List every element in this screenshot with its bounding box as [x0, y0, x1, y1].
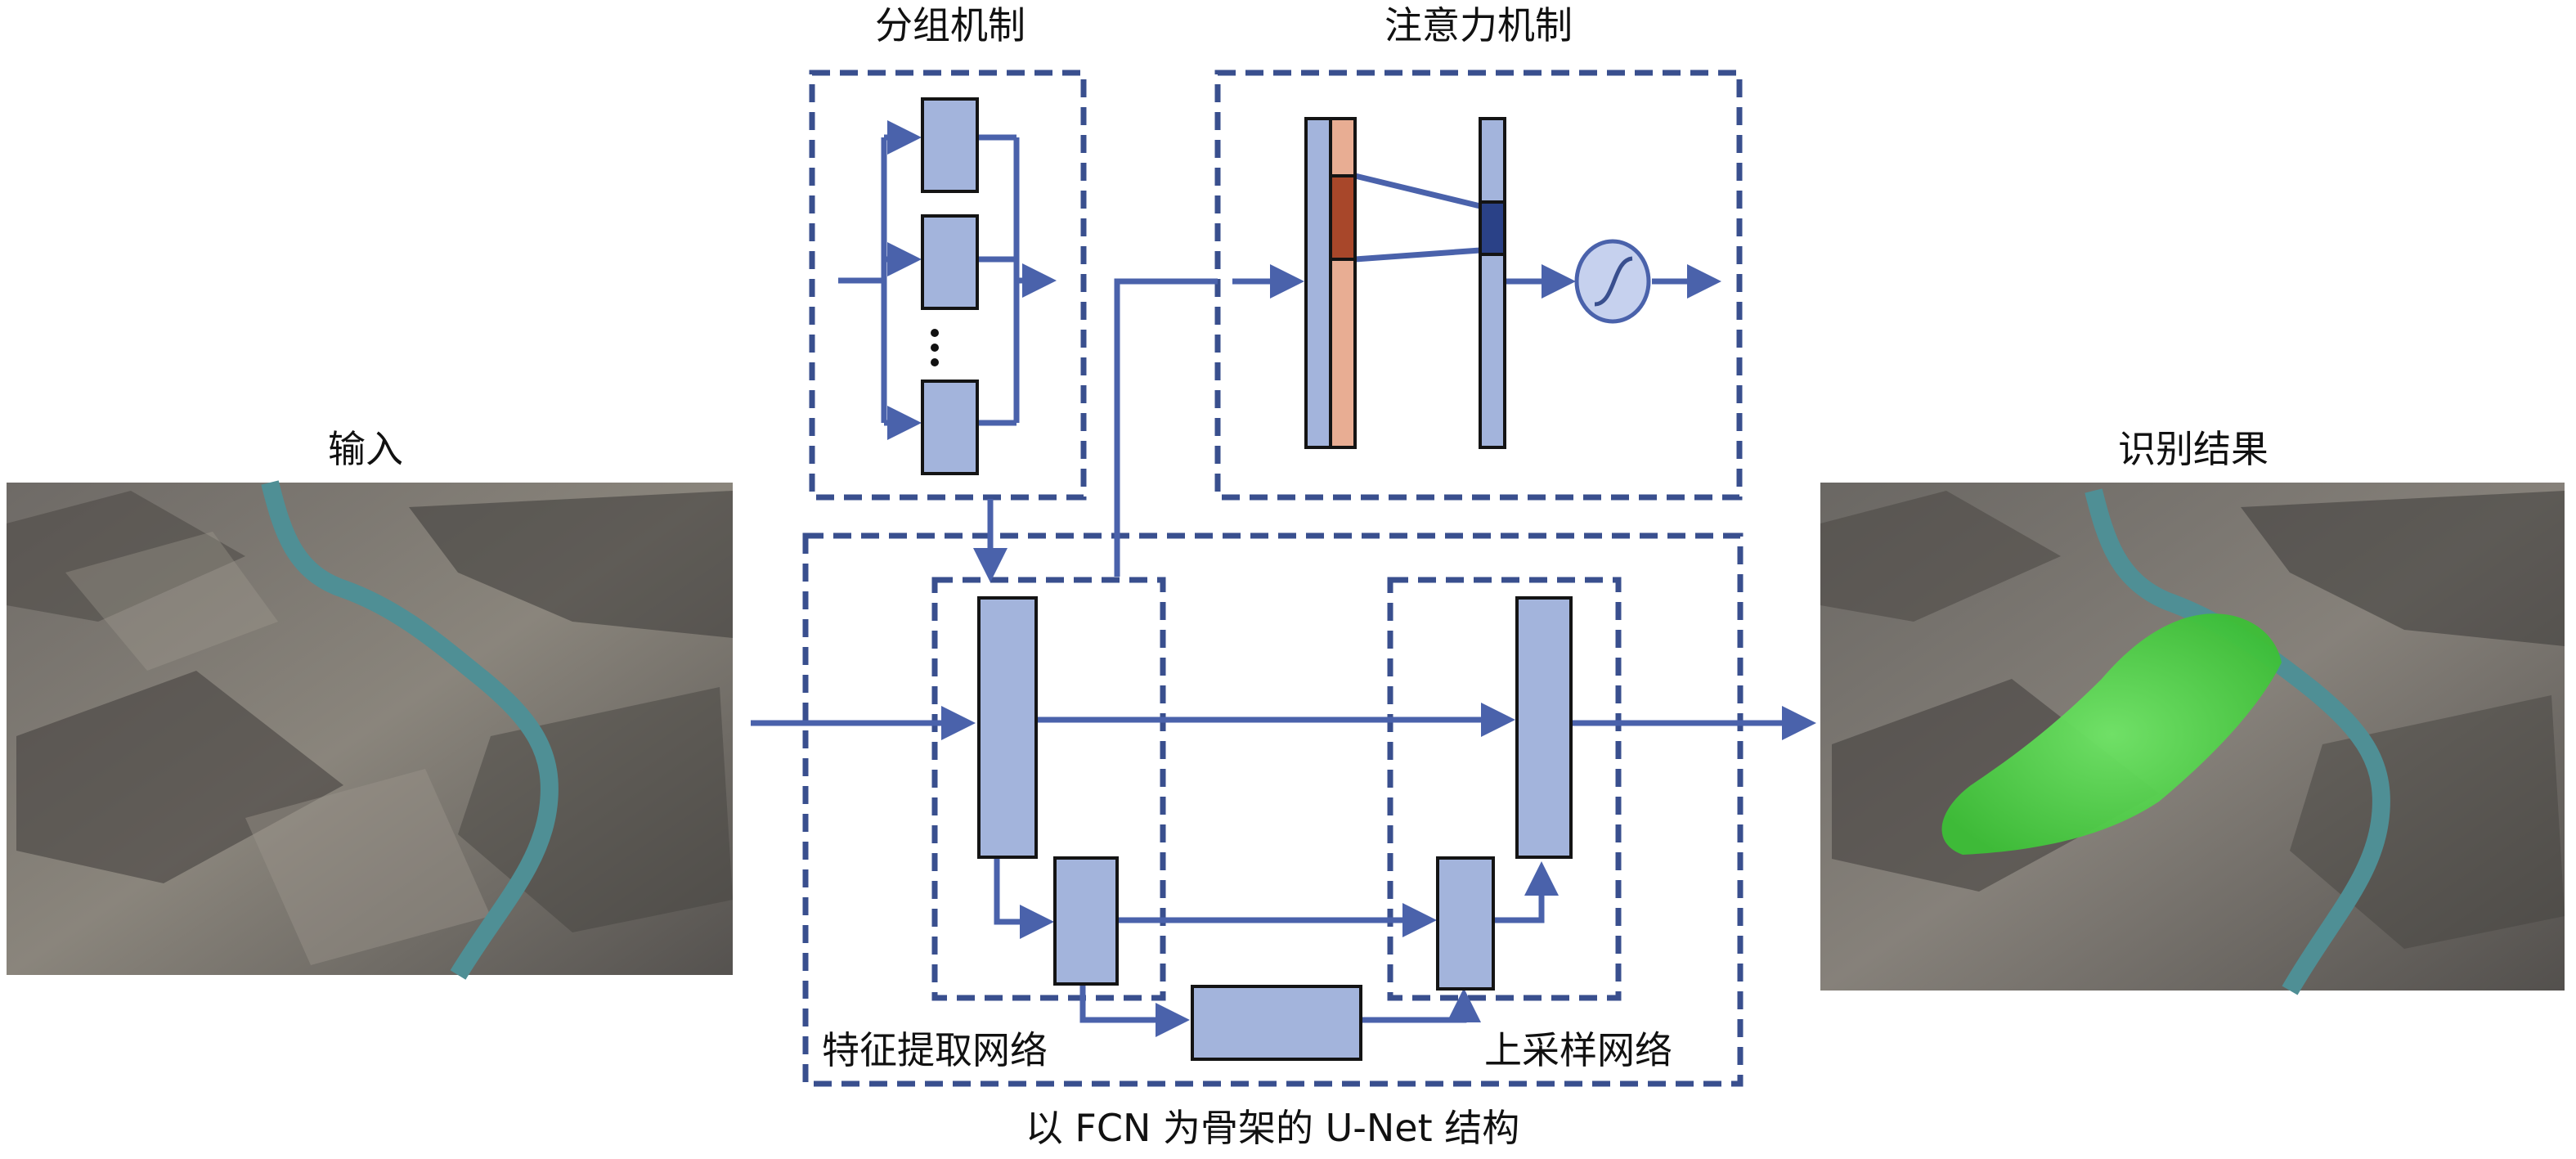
feature-extraction-label: 特征提取网络 [822, 1028, 1048, 1072]
group-block-3 [921, 380, 979, 475]
ellipsis-dots [931, 329, 939, 366]
landslide-region [1941, 613, 2282, 855]
attention-weight-highlight [1479, 200, 1506, 256]
attention-box [1214, 70, 1743, 501]
output-result-image [1820, 483, 2565, 995]
input-satellite-image [7, 480, 733, 980]
grouping-arrows [838, 120, 1057, 440]
encoder-block-1 [977, 596, 1038, 859]
attention-arrows [1232, 173, 1721, 299]
group-block-2 [921, 214, 979, 310]
attention-feature-bar-orange [1329, 117, 1357, 449]
group-block-1 [921, 97, 979, 193]
sigmoid-icon [1574, 239, 1651, 324]
output-label: 识别结果 [2118, 427, 2269, 471]
attention-weight-bar [1479, 117, 1506, 449]
decoder-block-1 [1515, 596, 1573, 859]
attention-feature-bar-blue [1304, 117, 1332, 449]
caption-label: 以 FCN 为骨架的 U-Net 结构 [1025, 1106, 1520, 1150]
attention-highlight-orange [1329, 174, 1357, 261]
attention-title: 注意力机制 [1384, 3, 1573, 47]
input-label: 输入 [328, 427, 403, 471]
grouping-title: 分组机制 [875, 3, 1025, 47]
unet-outer-box [802, 532, 1744, 1087]
upsampling-label: 上采样网络 [1484, 1028, 1672, 1072]
unet-arrows [751, 278, 1816, 1037]
feature-extraction-box [931, 577, 1166, 1001]
bottleneck-block [1191, 985, 1362, 1061]
grouping-box [809, 70, 1087, 501]
encoder-block-2 [1053, 856, 1119, 986]
upsampling-box [1387, 577, 1622, 1001]
decoder-block-2 [1436, 856, 1495, 991]
